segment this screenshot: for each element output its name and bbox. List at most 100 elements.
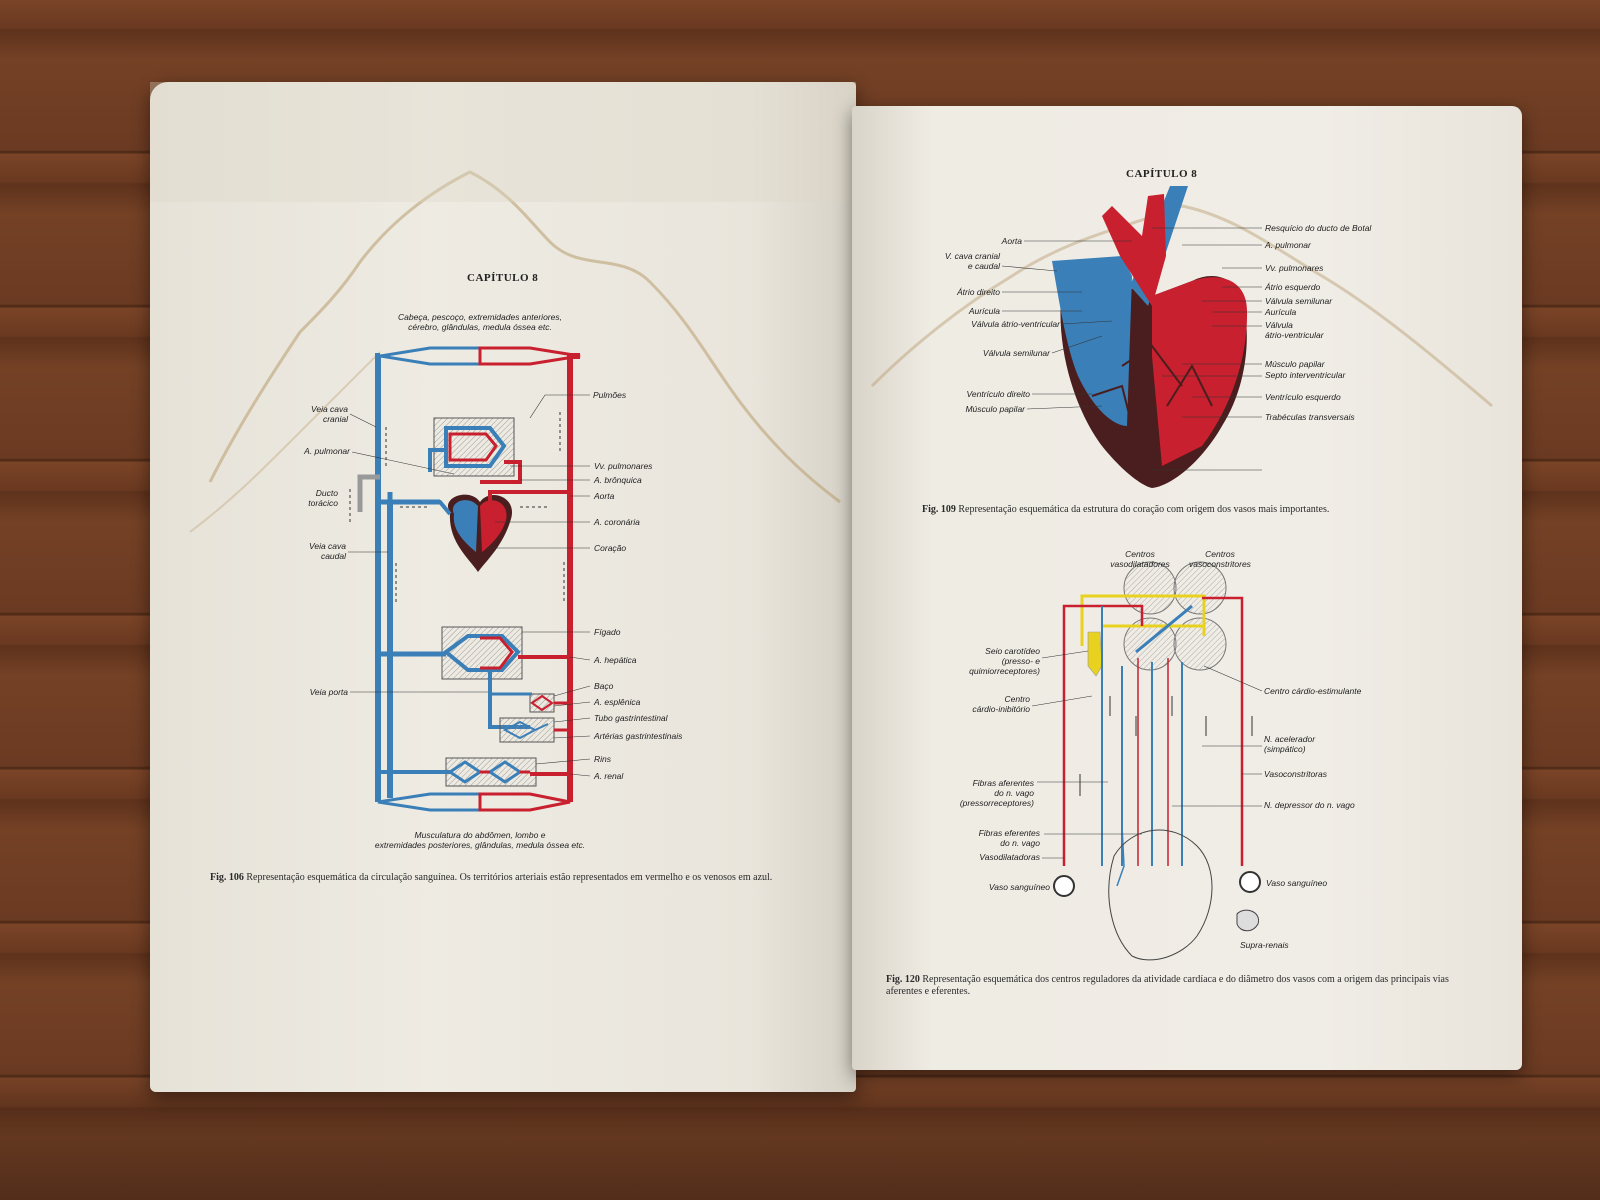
head-capillary-bed	[379, 346, 581, 366]
label-coracao: Coração	[594, 543, 627, 553]
heart-illustration	[1052, 186, 1248, 488]
reg-label-fibras-eferentes-2: do n. vago	[1000, 838, 1040, 848]
reg-label-n-depressor: N. depressor do n. vago	[1264, 800, 1355, 810]
heart-label-trabeculas: Trabéculas transversais	[1265, 412, 1355, 422]
figure-109-text: Representação esquemática da estrutura d…	[958, 504, 1330, 515]
heart-figure	[447, 494, 513, 572]
figure-120-number: Fig. 120	[886, 974, 920, 985]
heart-label-musculo-papilar-right: Músculo papilar	[1265, 359, 1325, 369]
vaso-left-icon	[1053, 875, 1075, 897]
label-rins: Rins	[594, 754, 612, 764]
reg-label-vaso-sanguineo-left: Vaso sanguíneo	[988, 882, 1050, 892]
label-baco: Baço	[594, 681, 614, 691]
label-vv-pulmonares: Vv. pulmonares	[594, 461, 653, 471]
heart-label-septo: Septo interventricular	[1265, 370, 1346, 380]
vaso-right-icon	[1239, 871, 1261, 893]
label-a-esplenica: A. esplênica	[594, 697, 641, 707]
label-figado: Fígado	[594, 627, 621, 637]
reg-label-vasoconstritoras: Vasoconstritoras	[1264, 769, 1327, 779]
right-page: CAPÍTULO 8	[852, 106, 1522, 1070]
label-ducto-toracico-2: torácico	[308, 498, 338, 508]
reg-label-vasodilatadoras: Vasodilatadoras	[979, 852, 1040, 862]
label-a-hepatica: A. hepática	[594, 655, 637, 665]
figure-109-number: Fig. 109	[922, 504, 956, 515]
reg-label-centro-cardio-inibitorio-1: Centro	[1004, 694, 1030, 704]
aorta-trunk	[567, 353, 580, 802]
heart-label-auricula-right: Aurícula	[1265, 307, 1297, 317]
label-pulmoes: Pulmões	[593, 390, 627, 400]
heart-label-atrio-direito: Átrio direito	[957, 287, 1000, 297]
heart-structure-diagram	[1001, 186, 1262, 488]
afferent-nerve-yellow	[1080, 594, 1206, 646]
label-veia-cava-caudal-1: Veia cava	[308, 541, 346, 551]
lower-body-capillary-bed	[377, 792, 571, 812]
reg-label-centros-vasodilatadores-2: vasodilatadores	[1110, 559, 1170, 569]
label-ducto-toracico-1: Ducto	[315, 488, 338, 498]
reg-label-vaso-sanguineo-right: Vaso sanguíneo	[1266, 878, 1328, 888]
figure-120-caption: Fig. 120 Representação esquemática dos c…	[886, 974, 1486, 998]
chapter-heading-left: CAPÍTULO 8	[467, 272, 539, 284]
label-tubo-gastrintestinal: Tubo gastrintestinal	[594, 713, 668, 723]
reg-label-supra-renais: Supra-renais	[1240, 940, 1289, 950]
bottom-region-label-1: Musculatura do abdômen, lombo e	[414, 830, 546, 840]
heart-label-resquicio: Resquício do ducto de Botal	[1265, 223, 1372, 233]
reg-label-seio-carotideo-1: Seio carotídeo	[985, 646, 1040, 656]
adrenal-gland	[1236, 909, 1260, 932]
heart-label-v-cava-1: V. cava cranial	[944, 251, 1000, 261]
reg-label-centro-cardio-inibitorio-2: cárdio-inibitório	[972, 704, 1030, 714]
reg-label-fibras-aferentes-1: Fibras aferentes	[972, 778, 1034, 788]
heart-label-valvula-av-left: Válvula átrio-ventricular	[971, 319, 1060, 329]
reg-label-fibras-aferentes-3: (pressorreceptores)	[959, 798, 1034, 808]
heart-sketch	[1108, 829, 1213, 961]
reg-label-seio-carotideo-2: (presso- e	[1001, 656, 1040, 666]
heart-label-ventriculo-direito: Ventrículo direito	[966, 389, 1030, 399]
heart-label-valvula-av-2: átrio-ventricular	[1265, 330, 1324, 340]
heart-label-vv-pulmonares: Vv. pulmonares	[1265, 263, 1324, 273]
heart-label-valvula-semilunar-right: Válvula semilunar	[1265, 296, 1333, 306]
label-a-bronquica: A. brônquica	[594, 475, 642, 485]
top-region-label-2: cérebro, glândulas, medula óssea etc.	[408, 322, 552, 332]
carotid-sinus	[1087, 631, 1103, 677]
heart-label-atrio-esquerdo: Átrio esquerdo	[1265, 282, 1321, 292]
label-a-coronaria: A. coronária	[594, 517, 640, 527]
vena-cava-cranial	[375, 353, 381, 802]
reg-label-n-acelerador-2: (simpático)	[1264, 744, 1306, 754]
chapter-heading-right: CAPÍTULO 8	[1126, 168, 1198, 180]
label-a-renal: A. renal	[594, 771, 624, 781]
cardiac-regulation-diagram	[1031, 561, 1263, 961]
bottom-region-label-2: extremidades posteriores, glândulas, med…	[374, 840, 586, 850]
reg-label-fibras-eferentes-1: Fibras eferentes	[978, 828, 1040, 838]
reg-label-centros-vasoconstritores-1: Centros	[1205, 549, 1235, 559]
reg-label-fibras-aferentes-2: do n. vago	[994, 788, 1034, 798]
heart-label-a-pulmonar: A. pulmonar	[1265, 240, 1311, 250]
heart-label-valvula-semilunar-left: Válvula semilunar	[982, 348, 1050, 358]
vasoconstrictor-path-red	[1202, 596, 1244, 866]
label-arterias-gastrintestinais: Artérias gastrintestinais	[594, 731, 683, 741]
thoracic-duct	[357, 474, 380, 512]
heart-label-valvula-av-1: Válvula	[1265, 320, 1293, 330]
reg-label-centros-vasodilatadores-1: Centros	[1125, 549, 1155, 559]
figure-109-caption: Fig. 109 Representação esquemática da es…	[922, 504, 1482, 516]
label-veia-cava-cranial-1: Veia cava	[310, 404, 348, 414]
label-veia-cava-cranial-2: cranial	[322, 414, 348, 424]
heart-label-v-cava-2: e caudal	[967, 261, 1000, 271]
heart-label-auricula-left: Aurícula	[968, 306, 1000, 316]
figure-106-text: Representação esquemática da circulação …	[246, 872, 773, 883]
left-page: CAPÍTULO 8 Cabeça, pescoço, extremidades…	[150, 82, 856, 1092]
regulatory-centers	[1123, 561, 1227, 671]
top-region-label-1: Cabeça, pescoço, extremidades anteriores…	[398, 312, 562, 322]
figure-120-text: Representação esquemática dos centros re…	[886, 974, 1449, 997]
heart-label-aorta: Aorta	[1001, 236, 1022, 246]
figure-106-caption: Fig. 106 Representação esquemática da ci…	[210, 872, 810, 884]
heart-label-ventriculo-esquerdo: Ventrículo esquerdo	[1265, 392, 1341, 402]
heart-label-musculo-papilar-left: Músculo papilar	[965, 404, 1025, 414]
reg-label-centros-vasoconstritores-2: vasoconstritores	[1189, 559, 1251, 569]
label-veia-porta: Veia porta	[309, 687, 348, 697]
label-aorta: Aorta	[594, 491, 615, 501]
reg-label-centro-cardio-estimulante: Centro cárdio-estimulante	[1264, 686, 1362, 696]
label-a-pulmonar: A. pulmonar	[304, 446, 350, 456]
circulation-diagram	[348, 346, 591, 812]
reg-label-seio-carotideo-3: quimiorreceptores)	[969, 666, 1040, 676]
figure-106-number: Fig. 106	[210, 872, 244, 883]
label-veia-cava-caudal-2: caudal	[320, 551, 346, 561]
